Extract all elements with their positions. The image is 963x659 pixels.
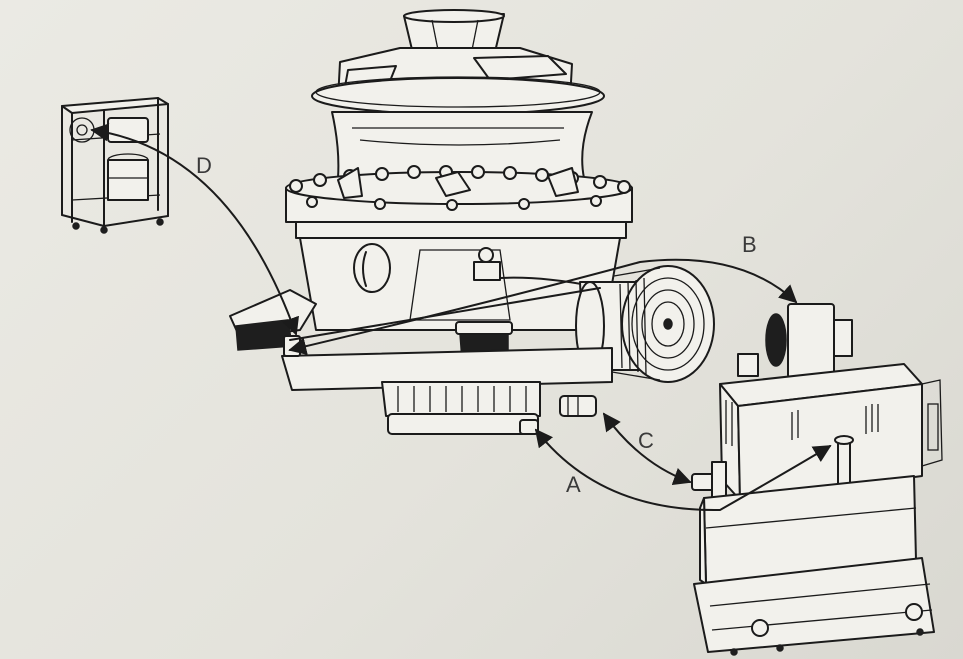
line-c: [602, 412, 692, 485]
line-a: [534, 428, 832, 512]
connection-lines: [90, 123, 832, 512]
line-b-upper: [288, 258, 798, 356]
label-c: C: [638, 428, 654, 453]
line-b-lower: [289, 287, 601, 341]
cone-crusher: [229, 9, 715, 435]
label-a: A: [566, 472, 581, 497]
hydraulic-lubrication-unit: [691, 303, 943, 656]
line-d: [90, 123, 299, 336]
label-b: B: [742, 232, 757, 257]
label-d: D: [196, 153, 212, 178]
accumulator-frame: [61, 97, 169, 234]
